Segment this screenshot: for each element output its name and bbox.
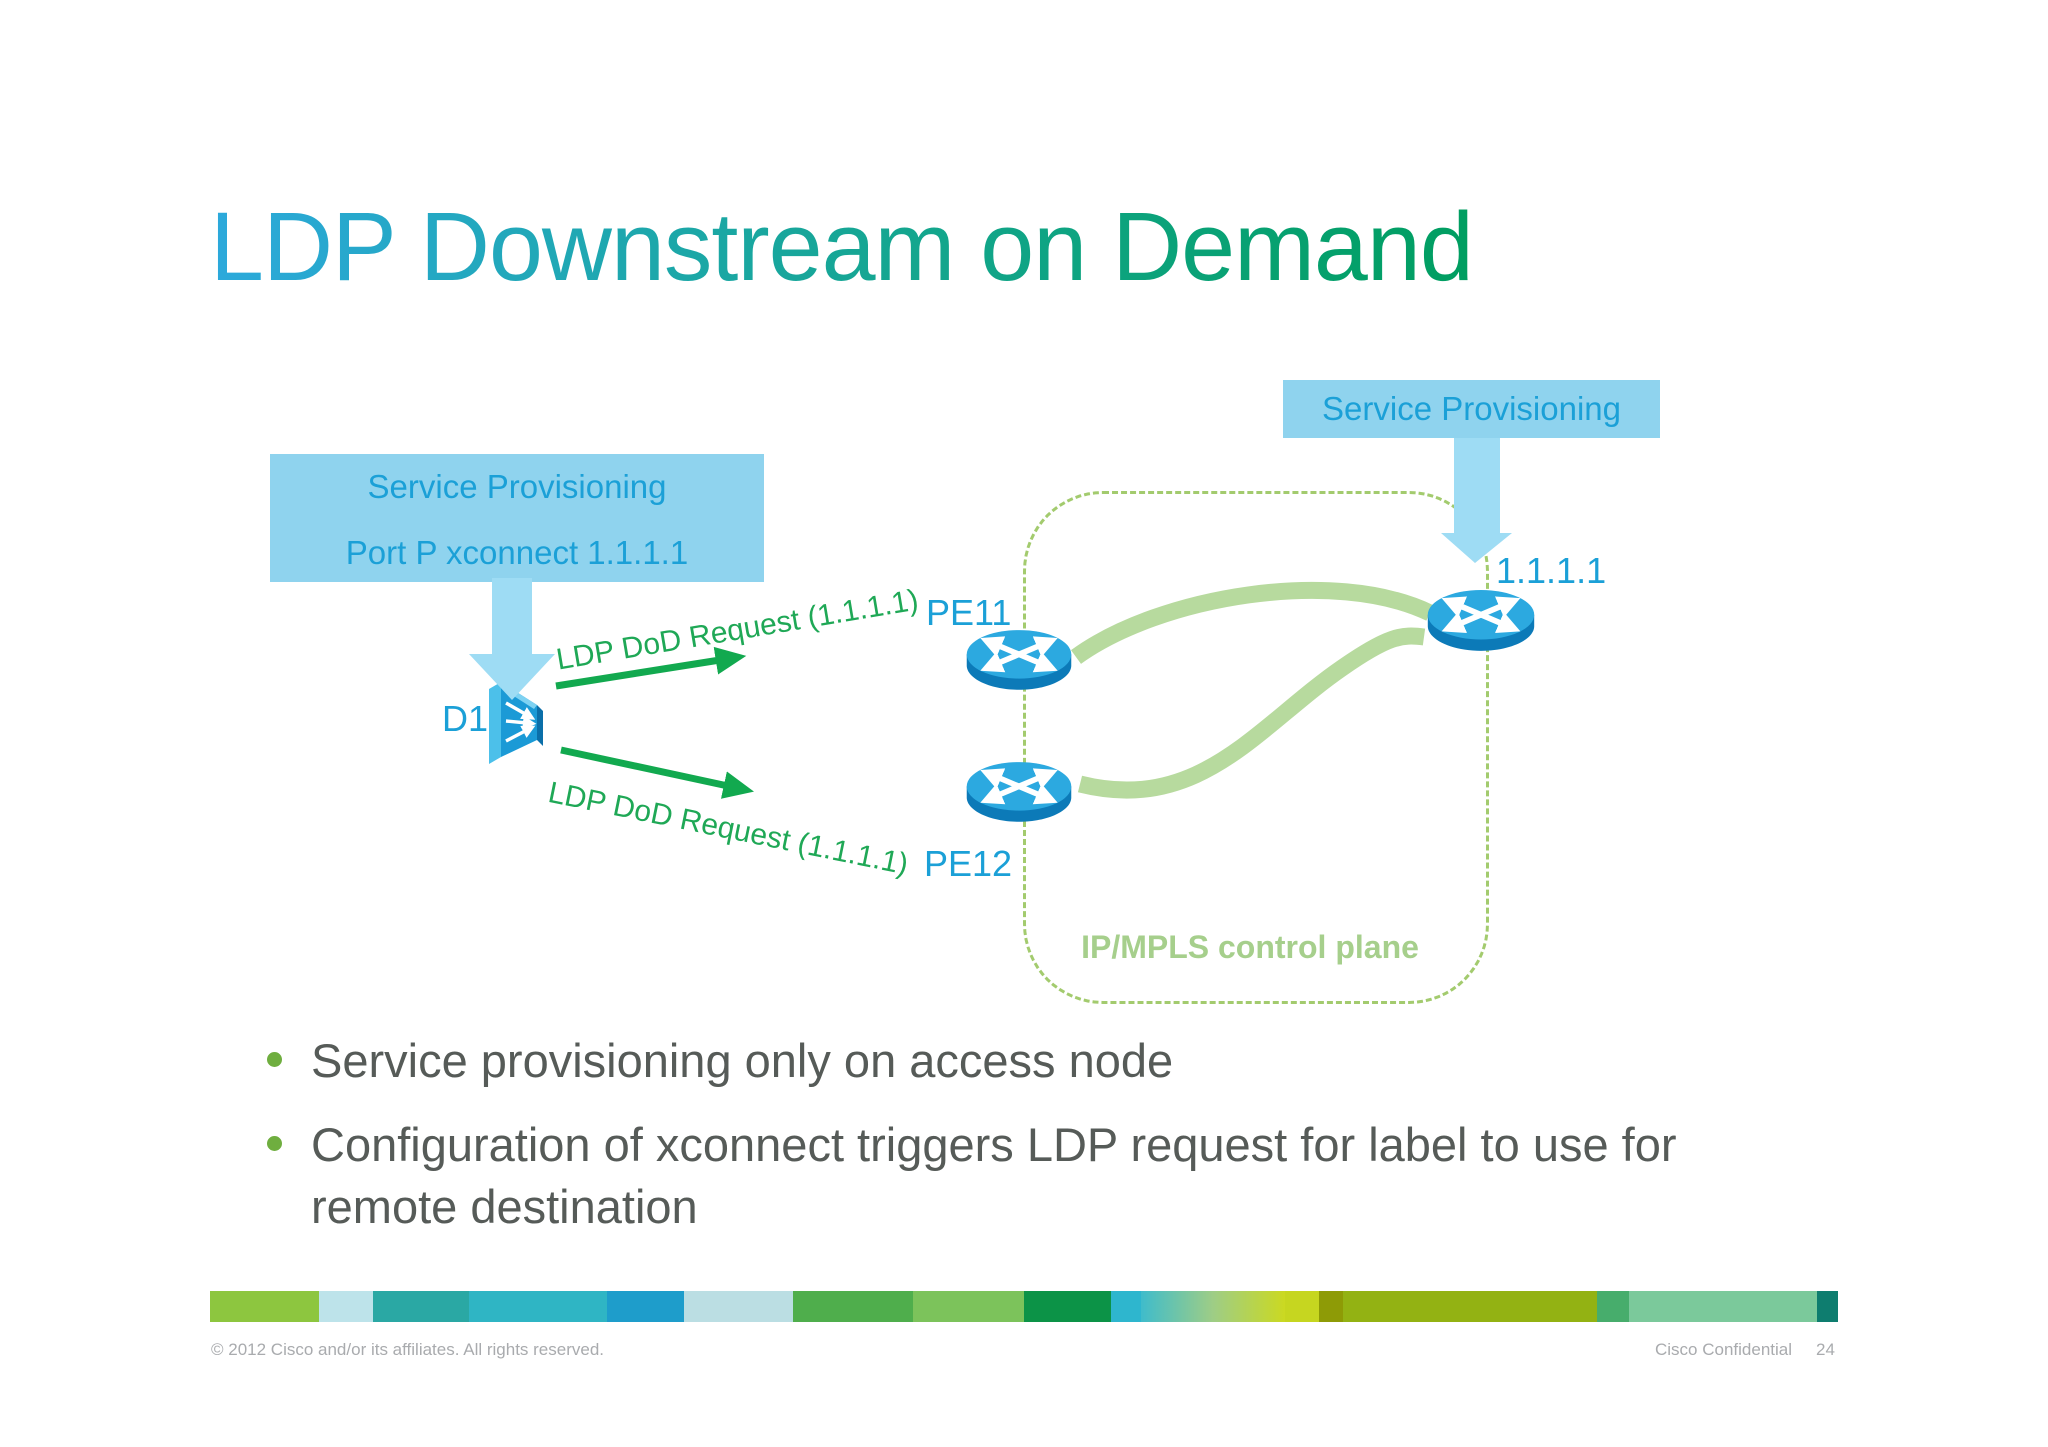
right-callout-line1: Service Provisioning bbox=[1322, 390, 1621, 427]
ldp-request-arrow-bottom bbox=[560, 746, 755, 799]
control-plane-region bbox=[1023, 491, 1489, 1004]
stripe-segment bbox=[1318, 1291, 1343, 1322]
right-callout-down-arrow bbox=[1441, 438, 1512, 563]
footer-color-stripe bbox=[210, 1291, 1838, 1322]
node-label-pe12: PE12 bbox=[924, 843, 1013, 884]
router-remote-icon bbox=[1424, 586, 1538, 653]
stripe-segment bbox=[1629, 1291, 1817, 1322]
left-callout-line2: Port P xconnect 1.1.1.1 bbox=[345, 534, 689, 571]
stripe-segment bbox=[1110, 1291, 1141, 1322]
control-plane-label: IP/MPLS control plane bbox=[1081, 929, 1419, 965]
bullet-text: Service provisioning only on access node bbox=[311, 1034, 1174, 1087]
footer-confidential: Cisco Confidential bbox=[1655, 1340, 1793, 1359]
footer-page-number: 24 bbox=[1816, 1340, 1835, 1359]
bullet-dot-icon bbox=[267, 1136, 282, 1152]
stripe-segment bbox=[1284, 1291, 1319, 1322]
right-service-provisioning-callout: Service Provisioning bbox=[1283, 380, 1660, 438]
router-pe11-icon bbox=[963, 626, 1075, 692]
stripe-segment bbox=[793, 1291, 914, 1322]
left-service-provisioning-callout: Service Provisioning Port P xconnect 1.1… bbox=[270, 454, 764, 582]
stripe-segment bbox=[1140, 1291, 1285, 1322]
stripe-segment bbox=[913, 1291, 1024, 1322]
bullet-item: Service provisioning only on access node bbox=[264, 1030, 1784, 1092]
stripe-segment bbox=[468, 1291, 607, 1322]
left-callout-down-arrow bbox=[469, 578, 555, 700]
node-label-remote-ip: 1.1.1.1 bbox=[1496, 550, 1607, 591]
stripe-segment bbox=[606, 1291, 685, 1322]
bullet-list: Service provisioning only on access node… bbox=[264, 1030, 1784, 1260]
stripe-segment bbox=[318, 1291, 373, 1322]
stripe-segment bbox=[372, 1291, 469, 1322]
stripe-segment bbox=[1342, 1291, 1598, 1322]
left-callout-line1: Service Provisioning bbox=[367, 468, 667, 505]
slide-title: LDP Downstream on Demand bbox=[210, 192, 1474, 301]
node-label-pe11: PE11 bbox=[926, 592, 1012, 633]
bullet-text: Configuration of xconnect triggers LDP r… bbox=[311, 1118, 1677, 1234]
node-label-d1: D1 bbox=[442, 698, 489, 739]
footer-copyright: © 2012 Cisco and/or its affiliates. All … bbox=[211, 1340, 605, 1359]
ldp-request-arrow-top bbox=[555, 646, 747, 690]
bullet-item: Configuration of xconnect triggers LDP r… bbox=[264, 1114, 1784, 1238]
stripe-segment bbox=[684, 1291, 794, 1322]
stripe-segment bbox=[1597, 1291, 1630, 1322]
stripe-segment bbox=[1817, 1291, 1838, 1322]
bullet-dot-icon bbox=[267, 1052, 282, 1067]
stripe-segment bbox=[1023, 1291, 1111, 1322]
stripe-segment bbox=[210, 1291, 319, 1322]
router-pe12-icon bbox=[963, 758, 1075, 824]
